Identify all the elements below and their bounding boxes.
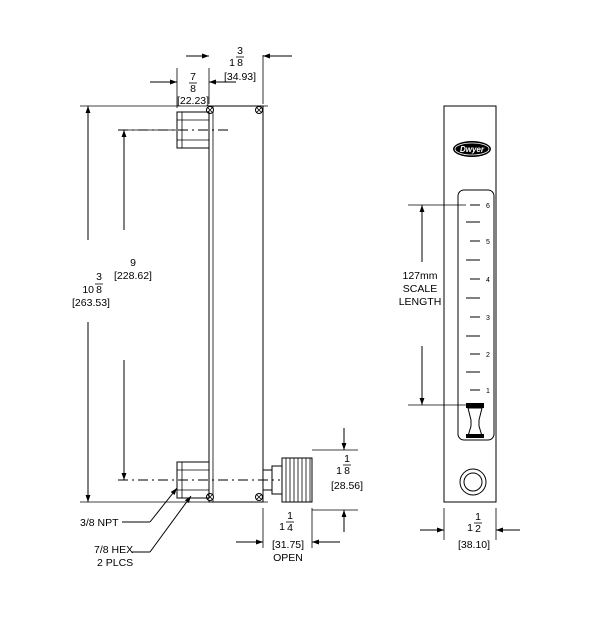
callout-hex-line2: 2 PLCS [97,557,133,569]
dim-front-width: 1 1 2 [38.10] [458,511,490,551]
dim-front-denominator: 2 [475,523,481,535]
scale-tick-label: 5 [486,239,490,246]
dim-front-numerator: 1 [475,511,481,523]
inlet-fitting-icon [459,468,487,496]
dwyer-logo: Dwyer [453,141,491,157]
float-icon [466,403,484,438]
dim-knob-whole: 1 [336,465,342,477]
dim-top-right-metric: [34.93] [224,71,256,83]
valve-knob [262,457,313,503]
dim-overall-denominator: 8 [96,284,102,296]
dim-overall-metric: [263.53] [72,297,110,309]
scale-length-line1: 127mm [402,270,437,282]
dim-open-width: 1 1 4 [31.75] OPEN [272,510,304,564]
side-view-body [208,105,264,503]
dim-top-right: 1 3 8 [34.93] [224,45,256,83]
dim-top-right-numerator: 3 [237,45,243,57]
front-view: Dwyer 6 5 4 3 2 1 [408,105,520,540]
dim-scale-9-metric: [228.62] [114,270,152,282]
scale-length-line2: SCALE [403,283,437,295]
scale-tick-label: 2 [486,352,490,359]
dim-scale-9: 9 [228.62] [114,257,152,282]
dim-open-denominator: 4 [287,522,293,534]
scale-tube [457,189,495,441]
dim-top-right-whole: 1 [229,57,235,69]
dim-top-left: 7 8 [22.23] [177,71,209,107]
top-screw-icon [255,106,263,114]
dim-scale-9-imperial: 9 [130,257,136,269]
scale-tick-label: 6 [486,203,490,210]
dim-knob-height: 1 1 8 [28.56] [331,453,363,492]
scale-tick-label: 4 [486,277,490,284]
callout-hex-line1: 7/8 HEX [94,544,133,556]
front-view-body [443,105,497,503]
dim-open-metric: [31.75] [272,539,304,551]
dim-open-numerator: 1 [287,510,293,522]
side-view [80,53,358,553]
dim-front-metric: [38.10] [458,539,490,551]
dim-knob-metric: [28.56] [331,480,363,492]
dim-open-whole: 1 [279,521,285,533]
dim-knob-numerator: 1 [344,453,350,465]
scale-tick-label: 3 [486,315,490,322]
scale-tick-label: 1 [486,388,490,395]
dwyer-logo-text: Dwyer [460,145,485,154]
scale-length-line3: LENGTH [399,296,442,308]
bottom-screw-icon [255,493,263,501]
dim-overall-whole: 10 [82,284,94,296]
dim-front-whole: 1 [467,522,473,534]
dim-knob-denominator: 8 [344,465,350,477]
dim-open-note: OPEN [273,552,303,564]
dim-top-left-denominator: 8 [190,83,196,95]
dim-overall-numerator: 3 [96,271,102,283]
dim-top-left-metric: [22.23] [177,95,209,107]
bottom-screw-icon [206,493,214,501]
dim-top-right-denominator: 8 [237,57,243,69]
dim-overall: 10 3 8 [263.53] [72,271,110,309]
scale-length-label: 127mm SCALE LENGTH [399,270,442,308]
callout-npt: 3/8 NPT [80,517,119,529]
dim-top-left-numerator: 7 [190,71,196,83]
